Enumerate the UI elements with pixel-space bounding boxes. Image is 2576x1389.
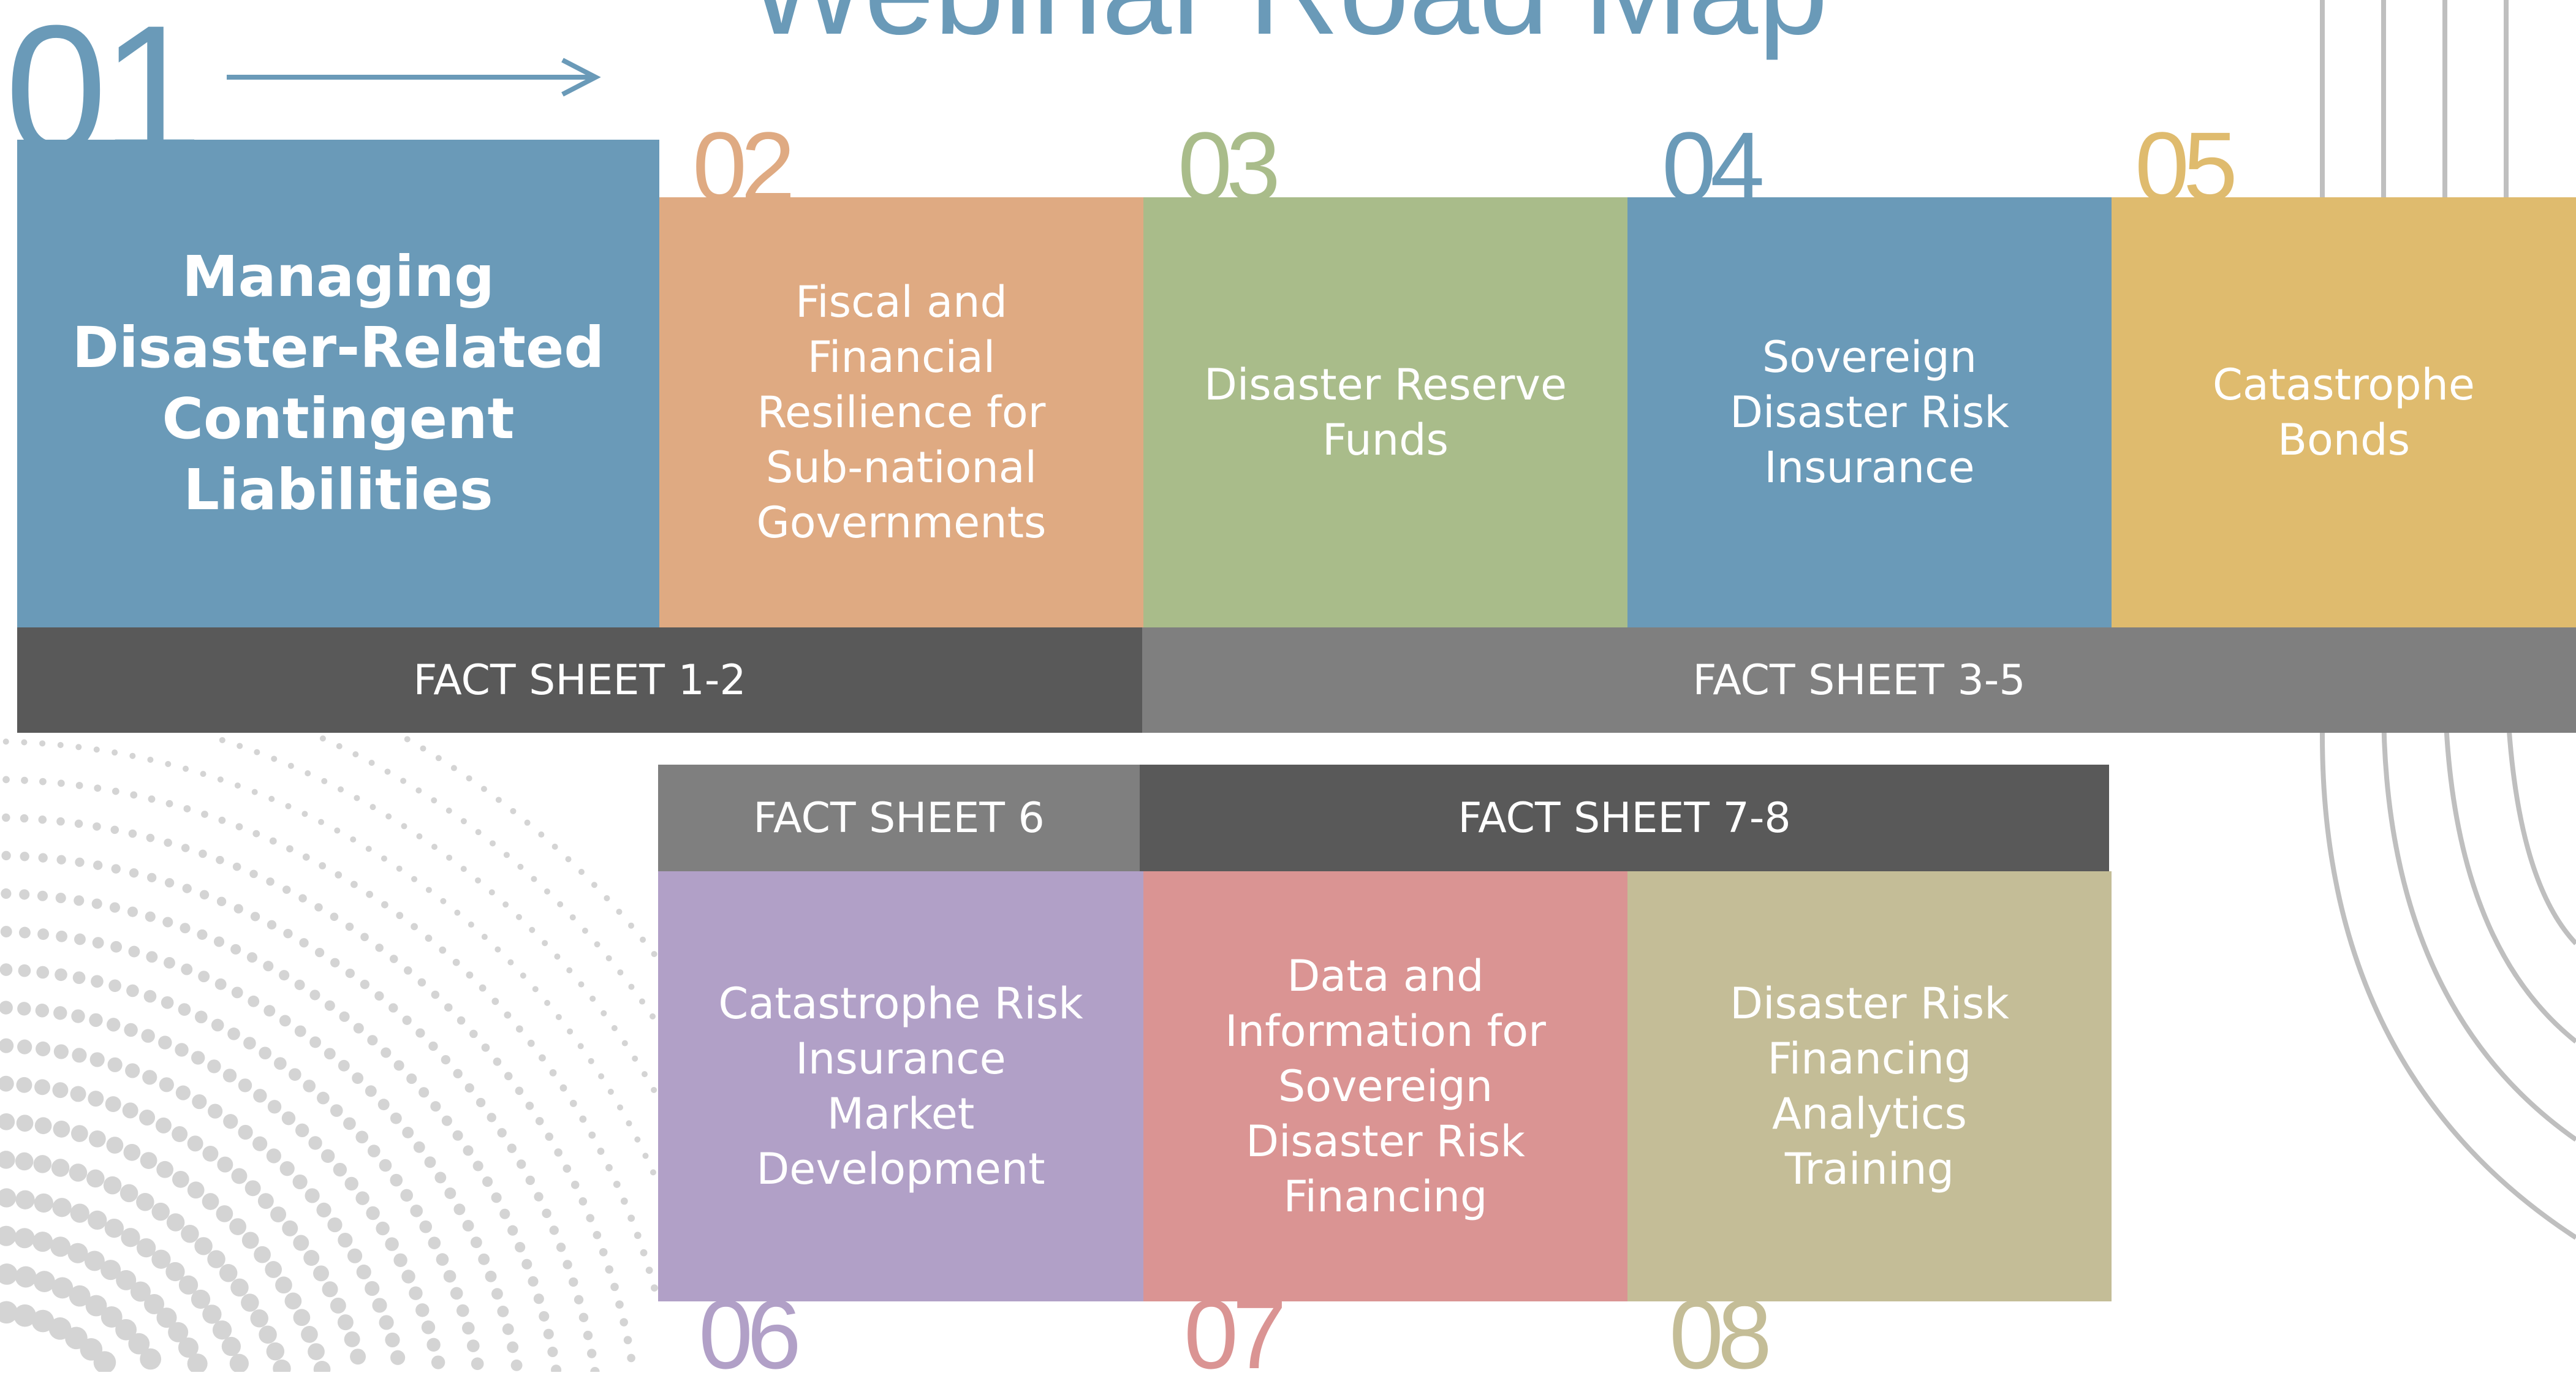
step-card-01-line: Contingent — [162, 386, 515, 452]
step-card-02-line: Fiscal and — [795, 277, 1007, 327]
step-card-07: Data and Information for Sovereign Disas… — [1143, 871, 1627, 1301]
step-card-04-line: Insurance — [1764, 442, 1975, 493]
step-card-02-line: Financial — [807, 332, 996, 382]
step-card-08-line: Analytics — [1772, 1089, 1967, 1139]
step-card-03: Disaster Reserve Funds — [1143, 197, 1627, 627]
step-card-08-text: Disaster Risk Financing Analytics Traini… — [1730, 976, 2009, 1197]
step-card-03-line: Disaster Reserve — [1203, 360, 1567, 410]
fact-sheet-bar-6: FACT SHEET 6 — [658, 765, 1140, 871]
step-card-06-line: Development — [756, 1144, 1045, 1194]
step-card-03-text: Disaster Reserve Funds — [1204, 357, 1567, 467]
step-card-05: Catastrophe Bonds — [2112, 197, 2576, 627]
step-card-02-line: Resilience for — [757, 387, 1046, 437]
step-card-02-line: Sub-national — [765, 442, 1037, 493]
step-card-01-line: Disaster-Related — [72, 315, 605, 380]
step-card-07-line: Financing — [1283, 1171, 1488, 1222]
step-card-01-line: Liabilities — [183, 457, 493, 523]
step-card-07-line: Data and — [1287, 951, 1484, 1001]
step-card-07-text: Data and Information for Sovereign Disas… — [1225, 948, 1546, 1224]
step-card-04: Sovereign Disaster Risk Insurance — [1627, 197, 2112, 627]
step-card-02: Fiscal and Financial Resilience for Sub-… — [659, 197, 1143, 627]
step-card-06-line: Catastrophe Risk — [718, 978, 1083, 1029]
step-card-04-line: Disaster Risk — [1730, 387, 2009, 437]
step-card-07-line: Disaster Risk — [1246, 1116, 1525, 1167]
step-card-01-line: Managing — [182, 244, 494, 309]
step-card-04-line: Sovereign — [1762, 332, 1977, 382]
step-card-07-line: Information for — [1225, 1006, 1546, 1056]
step-card-01: Managing Disaster-Related Contingent Lia… — [17, 140, 659, 627]
step-card-08-line: Financing — [1767, 1034, 1972, 1084]
step-card-06: Catastrophe Risk Insurance Market Develo… — [658, 871, 1143, 1301]
step-number-06: 06 — [699, 1279, 801, 1389]
step-card-06-line: Insurance — [795, 1034, 1006, 1084]
fact-sheet-bar-1-2: FACT SHEET 1-2 — [17, 627, 1142, 733]
step-card-03-line: Funds — [1322, 415, 1449, 465]
step-card-04-text: Sovereign Disaster Risk Insurance — [1730, 330, 2009, 495]
step-card-07-line: Sovereign — [1278, 1061, 1493, 1111]
fact-sheet-bar-3-5: FACT SHEET 3-5 — [1142, 627, 2576, 733]
step-card-06-line: Market — [827, 1089, 975, 1139]
step-number-07: 07 — [1184, 1279, 1287, 1389]
step-card-08-line: Disaster Risk — [1730, 978, 2009, 1029]
step-card-01-text: Managing Disaster-Related Contingent Lia… — [72, 241, 605, 526]
page-title: Webinar Road Map — [0, 0, 2576, 53]
step-card-02-line: Governments — [756, 498, 1047, 548]
fact-sheet-bar-7-8: FACT SHEET 7-8 — [1140, 765, 2109, 871]
step-card-06-text: Catastrophe Risk Insurance Market Develo… — [718, 976, 1083, 1197]
step-card-05-line: Bonds — [2277, 415, 2411, 465]
step-card-08-line: Training — [1784, 1144, 1955, 1194]
step-card-08: Disaster Risk Financing Analytics Traini… — [1627, 871, 2112, 1301]
step-card-05-line: Catastrophe — [2213, 360, 2475, 410]
step-card-05-text: Catastrophe Bonds — [2213, 357, 2475, 467]
step-card-02-text: Fiscal and Financial Resilience for Sub-… — [756, 274, 1046, 550]
step-number-08: 08 — [1669, 1279, 1772, 1389]
